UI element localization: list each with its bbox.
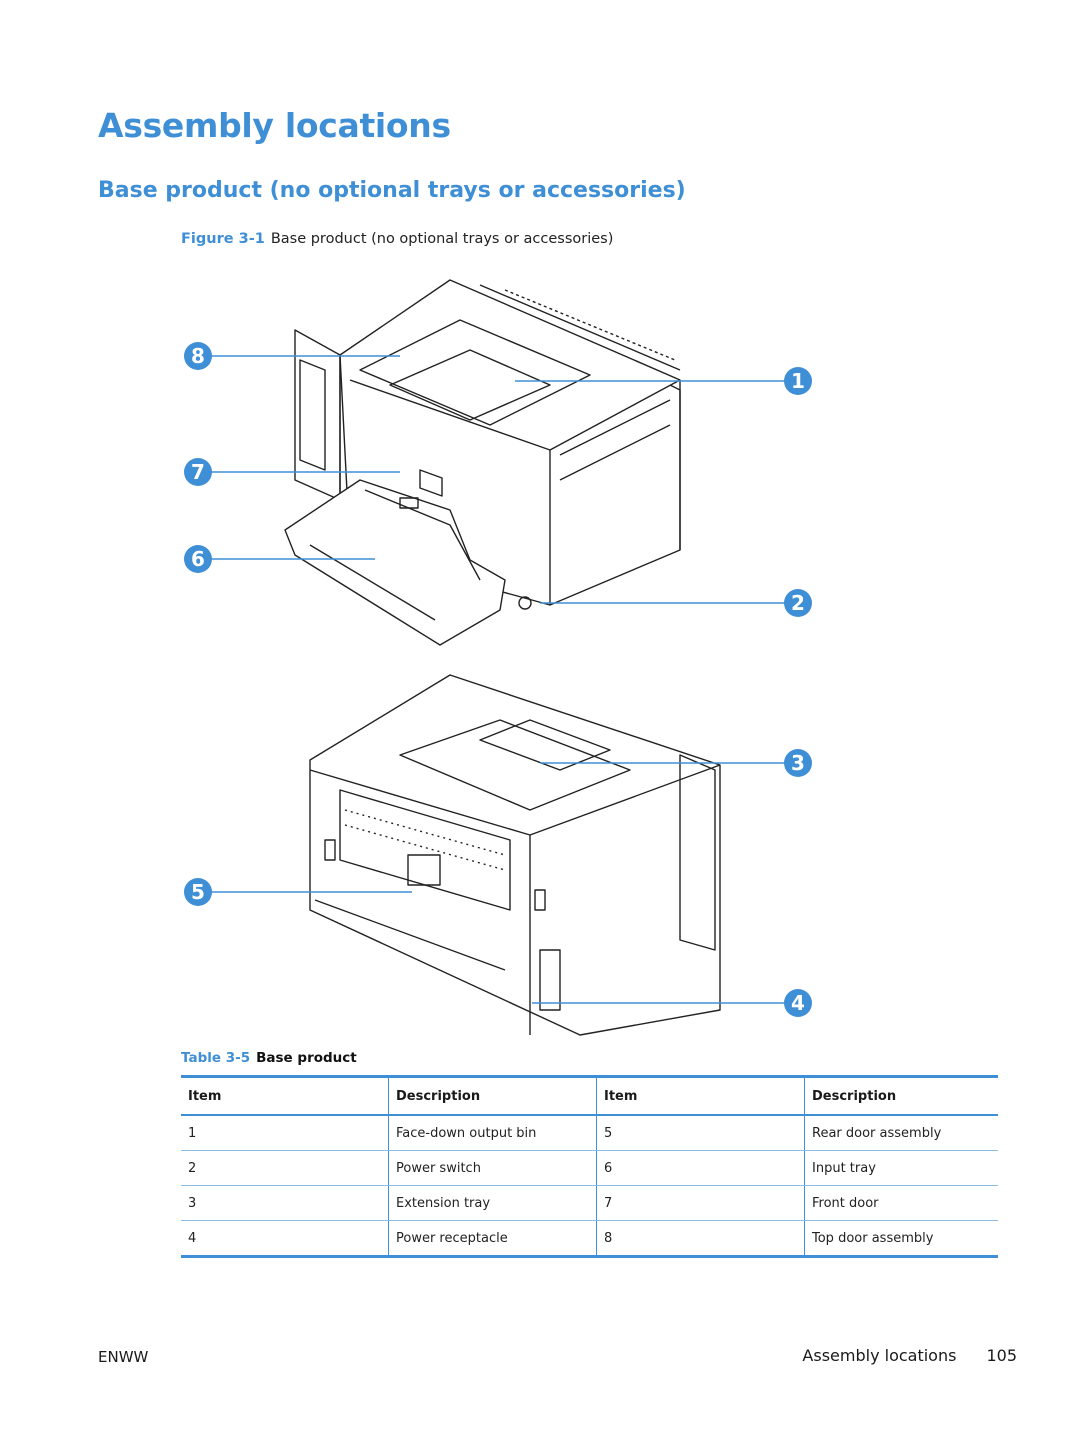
table-cell: 1 — [181, 1115, 389, 1151]
table-header-row: Item Description Item Description — [181, 1076, 998, 1115]
table-cell: 2 — [181, 1150, 389, 1186]
table-row: 4 Power receptacle 8 Top door assembly — [181, 1220, 998, 1258]
table-cell: Extension tray — [388, 1185, 597, 1221]
table-cell: Input tray — [804, 1150, 998, 1186]
table-cell: 4 — [181, 1220, 389, 1258]
table-label: Table 3-5 — [181, 1050, 251, 1066]
printer-illustration: 8 1 7 6 2 3 5 4 — [184, 279, 812, 1036]
column-header-item: Item — [181, 1076, 389, 1115]
printer-rear-view — [309, 674, 721, 1036]
table-cell: Rear door assembly — [804, 1115, 998, 1151]
figure-caption-text: Base product (no optional trays or acces… — [270, 231, 614, 247]
page-number: 105 — [986, 1346, 1017, 1365]
footer-doc-id: ENWW — [98, 1348, 149, 1366]
svg-text:6: 6 — [191, 547, 205, 571]
callout-8: 8 — [184, 342, 212, 370]
callout-7: 7 — [184, 458, 212, 486]
table-row: 2 Power switch 6 Input tray — [181, 1150, 998, 1186]
figure-caption: Figure 3-1 Base product (no optional tray… — [181, 231, 613, 247]
svg-text:1: 1 — [791, 369, 805, 393]
svg-text:5: 5 — [191, 880, 205, 904]
table-cell: 5 — [596, 1115, 805, 1151]
svg-text:8: 8 — [191, 344, 205, 368]
table-row: 3 Extension tray 7 Front door — [181, 1185, 998, 1221]
section-heading: Base product (no optional trays or acces… — [98, 178, 686, 203]
table-cell: 7 — [596, 1185, 805, 1221]
table-title: Base product — [256, 1050, 357, 1066]
printer-front-view — [284, 279, 681, 646]
callout-4: 4 — [784, 989, 812, 1017]
table-cell: Power receptacle — [388, 1220, 597, 1258]
callout-3: 3 — [784, 749, 812, 777]
table-cell: 6 — [596, 1150, 805, 1186]
parts-table: Item Description Item Description 1 Face… — [181, 1075, 998, 1258]
footer-page-info: Assembly locations 105 — [802, 1346, 1017, 1365]
footer-section: Assembly locations — [802, 1346, 957, 1365]
column-header-description: Description — [388, 1076, 597, 1115]
callout-6: 6 — [184, 545, 212, 573]
table-cell: 8 — [596, 1220, 805, 1258]
table-row: 1 Face-down output bin 5 Rear door assem… — [181, 1115, 998, 1151]
table-cell: Front door — [804, 1185, 998, 1221]
column-header-item: Item — [596, 1076, 805, 1115]
figure-label: Figure 3-1 — [181, 231, 265, 247]
callout-1: 1 — [784, 367, 812, 395]
callout-5: 5 — [184, 878, 212, 906]
svg-text:2: 2 — [791, 591, 805, 615]
column-header-description: Description — [812, 1088, 897, 1104]
svg-text:4: 4 — [791, 991, 805, 1015]
table-caption: Table 3-5 Base product — [181, 1050, 357, 1066]
page-title: Assembly locations — [98, 106, 451, 145]
table-cell: Top door assembly — [804, 1220, 998, 1258]
table-cell: Power switch — [388, 1150, 597, 1186]
table-cell: 3 — [181, 1185, 389, 1221]
callout-2: 2 — [784, 589, 812, 617]
svg-text:7: 7 — [191, 460, 205, 484]
table-cell: Face-down output bin — [388, 1115, 597, 1151]
svg-text:3: 3 — [791, 751, 805, 775]
